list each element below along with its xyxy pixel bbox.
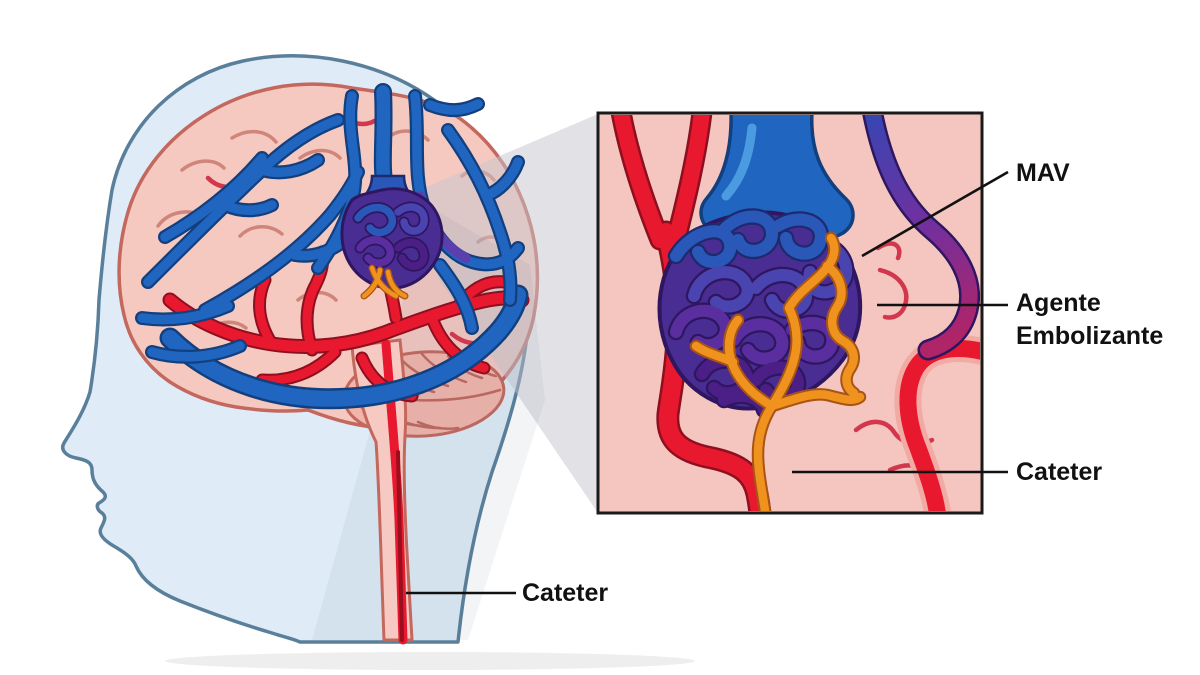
head-shadow-overlay: [312, 200, 545, 640]
leader-lines: [406, 170, 1009, 595]
leader-line-mav: [861, 170, 1009, 258]
catheter-line: [396, 450, 404, 642]
label-agente-embolizante: Agente Embolizante: [1016, 289, 1164, 350]
inset-magnified-view: [596, 111, 984, 515]
label-mav: MAV: [1016, 159, 1070, 187]
brain-avm-nidus: [340, 174, 444, 296]
inset-frame: [596, 111, 984, 515]
label-cateter-inset: Cateter: [1016, 458, 1103, 486]
floor-shadow: [165, 652, 695, 670]
label-cateter-neck: Cateter: [522, 579, 609, 607]
nidus-blob: [340, 187, 444, 290]
